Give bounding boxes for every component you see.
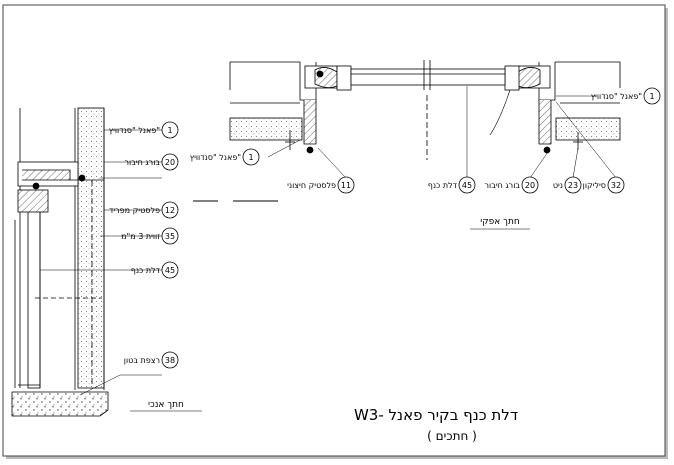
svg-text:1: 1 (649, 92, 654, 101)
horizontal-section (193, 60, 621, 230)
svg-text:פלסטיק חיצוני: פלסטיק חיצוני (287, 181, 336, 190)
svg-text:דלת כנף: דלת כנף (428, 181, 458, 190)
svg-text:20: 20 (165, 158, 175, 167)
svg-text:11: 11 (341, 181, 351, 190)
callout-h-panel-right: 1 פאנל "סנדוויץ" (591, 87, 661, 105)
callout-h-20: 20 בורג חיבור (485, 176, 539, 194)
callout-v-35: 35 זווית 3 מ"מ (121, 227, 179, 245)
vertical-section (11, 107, 202, 417)
svg-text:פאנל "סנדוויץ": פאנל "סנדוויץ" (591, 92, 642, 101)
drawing-title: W3- דלת כנף בקיר פאנל (354, 406, 518, 424)
drawing-subtitle: ( חתכים ) (427, 429, 477, 443)
svg-text:45: 45 (462, 181, 472, 190)
svg-text:35: 35 (165, 232, 175, 241)
svg-text:20: 20 (525, 181, 535, 190)
callout-h-panel-left: 1 פאנל "סנדוויץ" (190, 148, 260, 166)
callout-v-45: 45 דלת כנף (131, 261, 179, 279)
horizontal-section-label: חתך אפקי (480, 217, 520, 227)
svg-text:32: 32 (611, 181, 621, 190)
svg-text:23: 23 (568, 181, 578, 190)
callout-v-1: 1 פאנל "סנדוויץ" (109, 121, 179, 139)
svg-text:סיליקון: סיליקון (583, 181, 606, 190)
svg-text:זווית 3 מ"מ: זווית 3 מ"מ (121, 232, 160, 241)
svg-text:38: 38 (165, 356, 175, 365)
callout-h-32: 32 סיליקון (583, 176, 625, 194)
svg-text:פלסטיק מפריד: פלסטיק מפריד (109, 206, 160, 215)
callout-v-38: 38 רצפת בטון (124, 351, 179, 369)
svg-text:ניט: ניט (553, 181, 563, 190)
svg-text:1: 1 (167, 126, 172, 135)
callout-v-12: 12 פלסטיק מפריד (109, 201, 179, 219)
callout-h-23: 23 ניט (553, 176, 582, 194)
callout-h-45: 45 דלת כנף (428, 176, 476, 194)
svg-text:בורג חיבור: בורג חיבור (125, 158, 161, 167)
svg-text:רצפת בטון: רצפת בטון (124, 356, 160, 365)
svg-text:דלת כנף: דלת כנף (131, 266, 161, 275)
callout-h-11: 11 פלסטיק חיצוני (287, 176, 355, 194)
svg-text:בורג חיבור: בורג חיבור (485, 181, 521, 190)
callout-v-20: 20 בורג חיבור (125, 153, 179, 171)
vertical-section-label: חתך אנכי (148, 400, 184, 410)
svg-text:1: 1 (248, 153, 253, 162)
svg-text:פאנל "סנדוויץ": פאנל "סנדוויץ" (190, 153, 241, 162)
svg-text:45: 45 (165, 266, 175, 275)
svg-text:12: 12 (165, 206, 175, 215)
svg-text:פאנל "סנדוויץ": פאנל "סנדוויץ" (109, 126, 160, 135)
